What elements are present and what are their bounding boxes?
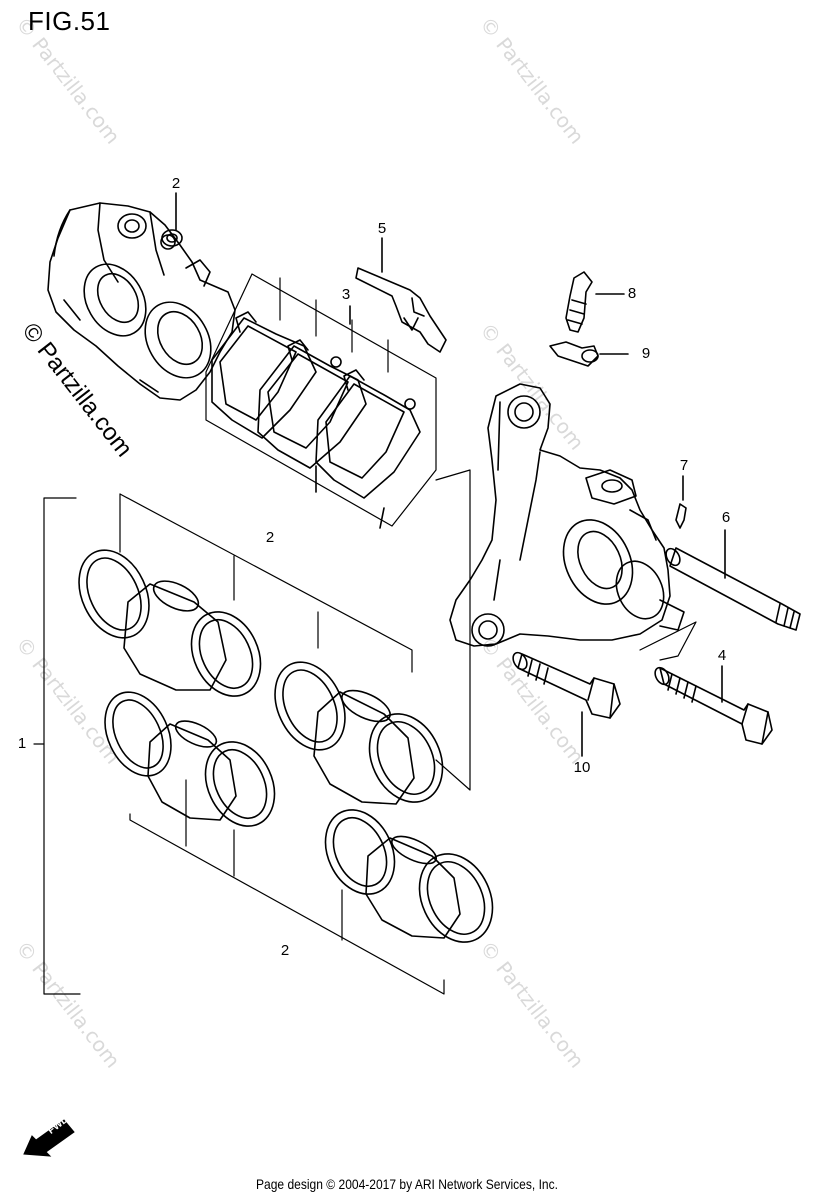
- callout-8: 8: [627, 285, 637, 302]
- callout-4: 4: [717, 647, 727, 664]
- pad-pin-clip: [675, 475, 687, 529]
- bleeder-cap: [549, 341, 629, 367]
- callout-2-bot: 2: [280, 942, 290, 959]
- caliper-half-left: [47, 202, 236, 401]
- callout-5: 5: [377, 220, 387, 237]
- fwd-arrow-icon: [23, 1119, 75, 1157]
- callout-9: 9: [641, 345, 651, 362]
- page-footer: Page design © 2004-2017 by ARI Network S…: [255, 1176, 558, 1192]
- callout-7: 7: [679, 457, 689, 474]
- piston-seal-group: [33, 493, 494, 995]
- frame-line: [435, 469, 471, 791]
- callout-2-top: 2: [171, 175, 181, 192]
- callout-2-mid: 2: [265, 529, 275, 546]
- caliper-half-right: [449, 383, 685, 647]
- frame-line: [639, 621, 697, 661]
- callout-6: 6: [721, 509, 731, 526]
- bleed-bolt-top: [161, 229, 183, 247]
- mounting-bolt-10: [512, 651, 621, 757]
- callout-10: 10: [573, 759, 591, 776]
- pad-mounting-pin: [665, 529, 801, 631]
- bleeder-valve: [565, 271, 625, 333]
- callout-3: 3: [341, 286, 351, 303]
- figure-title: FIG.51: [28, 6, 111, 36]
- pad-spring: [355, 267, 447, 353]
- brake-pad-set: [205, 273, 437, 529]
- callout-1: 1: [17, 735, 27, 752]
- mounting-bolt-4: [654, 665, 773, 745]
